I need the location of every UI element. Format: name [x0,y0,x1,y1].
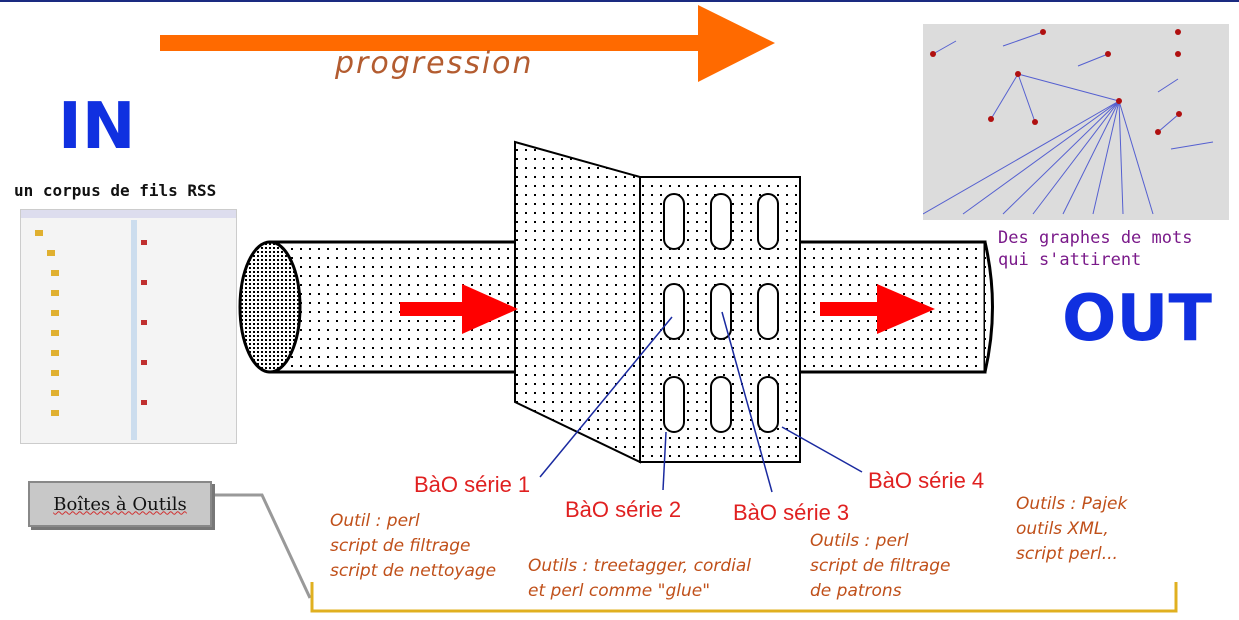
series-2-label: BàO série 2 [565,497,682,522]
input-caption: un corpus de fils RSS [14,181,217,200]
series-pointers [539,311,863,493]
series-1-label: BàO série 1 [414,472,531,497]
output-title: OUT [1062,282,1213,356]
toolbox-button-label: Boîtes à Outils [53,493,187,515]
series-2-tools: Outils : treetagger, cordial et perl com… [528,554,751,604]
tool-line: Outils : treetagger, cordial [528,556,751,576]
series-3-tools: Outils : perl script de filtrage de patr… [810,529,950,604]
tool-line: script perl... [1016,544,1118,564]
flow-arrows [400,284,935,334]
rss-corpus-screenshot [20,209,237,444]
output-caption: Des graphes de mots qui s'attirent [998,227,1192,271]
tool-line: Outils : perl [810,531,909,551]
tool-line: outils XML, [1016,519,1109,539]
tool-line: script de filtrage [330,536,471,556]
tool-line: Outil : perl [330,511,420,531]
tools-bracket [310,582,1178,613]
progression-label: progression [335,46,534,81]
tool-line: Outils : Pajek [1016,494,1128,514]
tool-line: et perl comme "glue" [528,581,711,601]
toolbox-block [514,140,801,464]
series-1-tools: Outil : perl script de filtrage script d… [330,509,496,584]
series-3-label: BàO série 3 [733,500,850,525]
tool-line: script de nettoyage [330,561,497,581]
series-4-label: BàO série 4 [868,468,985,493]
output-caption-line: qui s'attirent [998,250,1142,270]
button-connector [212,493,312,599]
series-4-tools: Outils : Pajek outils XML, script perl..… [1016,492,1127,567]
word-graph-screenshot [922,24,1229,220]
tool-line: de patrons [810,581,902,601]
tool-line: script de filtrage [810,556,951,576]
progression-arrow [160,5,775,82]
toolbox-button[interactable]: Boîtes à Outils [28,481,212,527]
output-caption-line: Des graphes de mots [998,228,1193,248]
input-title: IN [58,90,136,164]
